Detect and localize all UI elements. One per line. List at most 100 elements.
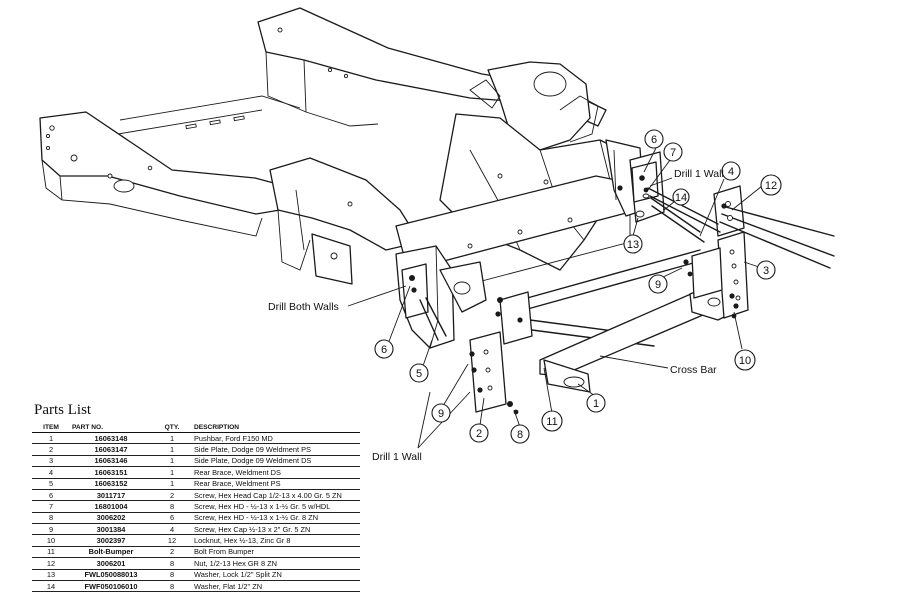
cell-description: Washer, Flat 1/2" ZN xyxy=(192,580,360,593)
cell-qty: 1 xyxy=(152,455,192,468)
header-item: ITEM xyxy=(32,423,70,433)
svg-text:9: 9 xyxy=(438,408,444,420)
callout-12: 12 xyxy=(760,174,782,196)
cell-part-no: 16063152 xyxy=(70,478,152,490)
svg-text:3: 3 xyxy=(763,265,769,277)
cell-part-no: 3001384 xyxy=(70,523,152,536)
clamp-plate-right xyxy=(713,185,745,237)
cell-item: 7 xyxy=(32,500,70,513)
cell-qty: 4 xyxy=(152,523,192,536)
cell-description: Screw, Hex HD - ½-13 x 1-½ Gr. 5 w/HDL xyxy=(192,500,360,513)
callout-4: 4 xyxy=(721,161,741,181)
svg-text:6: 6 xyxy=(651,134,657,146)
cell-part-no: 16801004 xyxy=(70,500,152,513)
cell-qty: 12 xyxy=(152,534,192,547)
cell-item: 10 xyxy=(32,534,70,547)
svg-text:7: 7 xyxy=(670,147,676,159)
cell-item: 2 xyxy=(32,443,70,456)
svg-text:2: 2 xyxy=(476,428,482,440)
cell-qty: 2 xyxy=(152,489,192,502)
svg-text:1: 1 xyxy=(593,398,599,410)
cell-qty: 6 xyxy=(152,512,192,525)
label-cross-bar: Cross Bar xyxy=(670,364,717,376)
cell-part-no: 16063148 xyxy=(70,432,152,445)
cell-qty: 2 xyxy=(152,546,192,559)
cell-part-no: 16063147 xyxy=(70,443,152,456)
callout-11: 11 xyxy=(541,410,563,432)
cell-part-no: FWL050088013 xyxy=(70,569,152,581)
cell-description: Locknut, Hex ½-13, Zinc Gr 8 xyxy=(192,534,360,547)
pushbar-assembly xyxy=(401,151,835,415)
left-frame-rail xyxy=(39,111,311,215)
label-drill-1-wall-top: Drill 1 Wall xyxy=(674,168,724,180)
callout-3: 3 xyxy=(756,260,776,280)
cell-part-no: 16063146 xyxy=(70,455,152,468)
callout-5: 5 xyxy=(409,363,429,383)
cell-item: 5 xyxy=(32,478,70,490)
cell-item: 11 xyxy=(32,546,70,559)
cell-description: Nut, 1/2-13 Hex GR 8 ZN xyxy=(192,557,360,570)
svg-text:4: 4 xyxy=(728,166,734,178)
vehicle-frame xyxy=(39,7,645,349)
cell-item: 6 xyxy=(32,489,70,502)
cell-description: Pushbar, Ford F150 MD xyxy=(192,432,360,445)
parts-table-header: ITEM PART NO. QTY. DESCRIPTION xyxy=(32,423,360,433)
callout-6-right: 6 xyxy=(644,129,664,149)
callout-9-right: 9 xyxy=(648,274,668,294)
cell-description: Rear Brace, Weldment PS xyxy=(192,478,360,490)
label-drill-both-walls: Drill Both Walls xyxy=(268,301,339,313)
side-plate-ds xyxy=(717,231,749,319)
cell-item: 1 xyxy=(32,432,70,445)
annotation-labels: Drill Both Walls Drill 1 Wall Drill 1 Wa… xyxy=(268,168,724,463)
svg-text:13: 13 xyxy=(627,239,639,251)
cell-item: 14 xyxy=(32,580,70,593)
cell-qty: 1 xyxy=(152,466,192,479)
cell-description: Side Plate, Dodge 09 Weldment DS xyxy=(192,455,360,468)
callout-9-left: 9 xyxy=(431,403,451,423)
callout-7: 7 xyxy=(663,142,683,162)
callout-1: 1 xyxy=(586,393,606,413)
cell-qty: 1 xyxy=(152,478,192,490)
header-description: DESCRIPTION xyxy=(192,423,360,433)
cell-item: 3 xyxy=(32,455,70,468)
cell-description: Screw, Hex HD - ½-13 x 1-½ Gr. 8 ZN xyxy=(192,512,360,525)
cell-item: 13 xyxy=(32,569,70,581)
cell-description: Bolt From Bumper xyxy=(192,546,360,559)
cell-qty: 1 xyxy=(152,443,192,456)
cell-description: Rear Brace, Weldment DS xyxy=(192,466,360,479)
svg-text:9: 9 xyxy=(655,279,661,291)
fasteners xyxy=(409,175,739,415)
cell-qty: 8 xyxy=(152,569,192,581)
cell-part-no: 3006201 xyxy=(70,557,152,570)
parts-list-title: Parts List xyxy=(34,402,92,418)
svg-text:12: 12 xyxy=(765,180,777,192)
cell-part-no: 3011717 xyxy=(70,489,152,502)
parts-list: Parts List ITEM PART NO. QTY. DESCRIPTIO… xyxy=(32,402,360,593)
cell-description: Screw, Hex Cap ½-13 x 2" Gr. 5 ZN xyxy=(192,523,360,536)
svg-text:10: 10 xyxy=(739,355,751,367)
cell-part-no: FWF050106010 xyxy=(70,580,152,593)
pushbar-tube-upper xyxy=(519,249,701,301)
callout-13: 13 xyxy=(623,234,643,254)
callout-8: 8 xyxy=(510,424,530,444)
callout-2: 2 xyxy=(469,423,489,443)
cell-part-no: 16063151 xyxy=(70,466,152,479)
callout-14: 14 xyxy=(672,188,690,206)
svg-text:8: 8 xyxy=(517,429,523,441)
cell-qty: 8 xyxy=(152,557,192,570)
cell-part-no: 3002397 xyxy=(70,534,152,547)
